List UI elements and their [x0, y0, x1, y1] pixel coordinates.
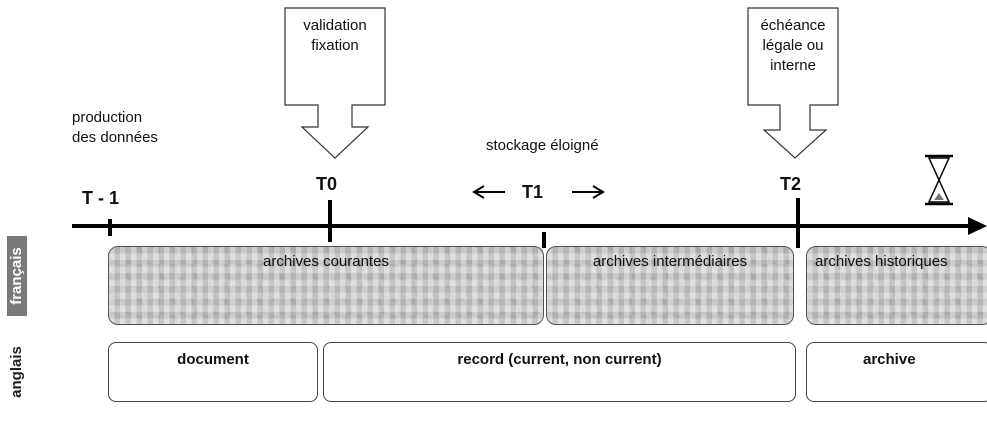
box-archive-label: archive [863, 351, 916, 368]
box-archives-historiques-label: archives historiques [815, 253, 948, 270]
tag-anglais: anglais [8, 346, 25, 398]
hourglass-icon [925, 154, 953, 206]
time-tminus1: T - 1 [82, 188, 120, 208]
box-record-label: record (current, non current) [457, 351, 662, 368]
box-document-label: document [177, 351, 249, 368]
callout-validation-text: validation fixation [303, 17, 367, 54]
box-record: record (current, non current) [323, 342, 796, 402]
box-archive: archive [806, 342, 987, 402]
label-stockage: stockage éloigné [486, 137, 599, 154]
box-archives-intermediaires: archives intermédiaires [546, 246, 794, 325]
callout-echeance-shape [747, 7, 839, 159]
time-t2: T2 [780, 174, 802, 194]
box-archives-historiques: archives historiques [806, 246, 987, 325]
box-archives-intermediaires-label: archives intermédiaires [592, 253, 748, 270]
label-production: production des données [72, 109, 158, 146]
timeline-arrowhead [968, 217, 987, 235]
time-t1: T1 [522, 182, 544, 202]
callout-validation-shape [284, 7, 386, 159]
time-t0: T0 [316, 174, 338, 194]
box-archives-courantes: archives courantes [108, 246, 544, 325]
callout-echeance-text: échéance légale ou interne [760, 17, 826, 74]
tag-francais: français [7, 236, 27, 316]
box-archives-courantes-label: archives courantes [263, 253, 389, 270]
box-document: document [108, 342, 318, 402]
